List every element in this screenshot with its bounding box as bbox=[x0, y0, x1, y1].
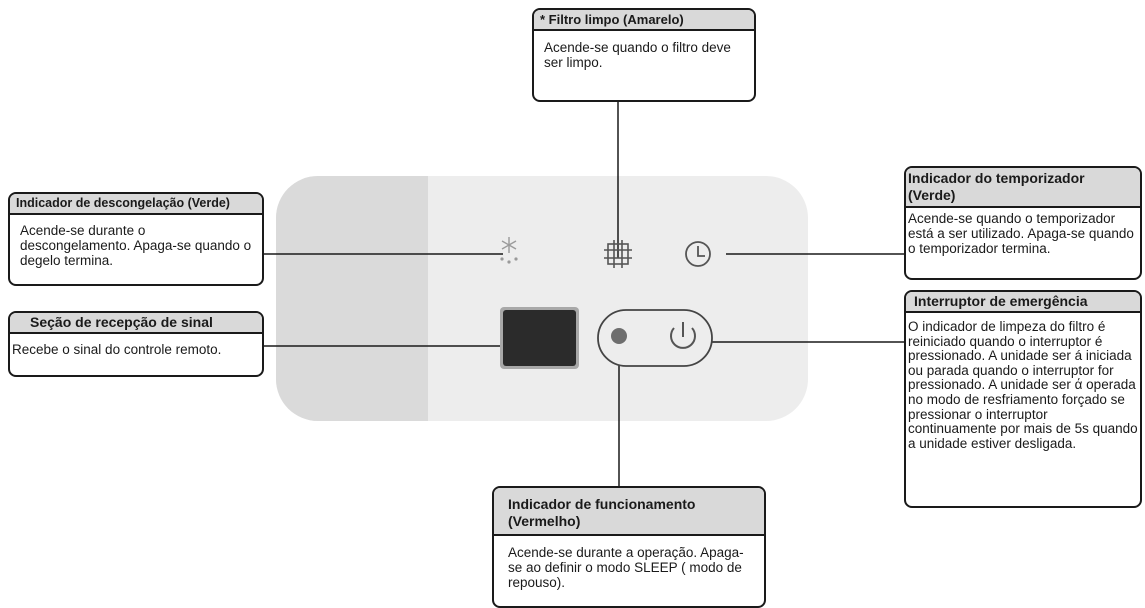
control-panel bbox=[276, 176, 808, 421]
callout-signal-body: Recebe o sinal do controle remoto. bbox=[12, 342, 222, 357]
callout-timer: Indicador do temporizador (Verde) Acende… bbox=[904, 166, 1142, 280]
callout-timer-title: Indicador do temporizador (Verde) bbox=[906, 168, 1140, 208]
clock-icon bbox=[685, 241, 711, 267]
callout-running: Indicador de funcionamento (Vermelho) Ac… bbox=[492, 486, 766, 608]
run-led-icon bbox=[611, 328, 627, 344]
callout-running-title: Indicador de funcionamento (Vermelho) bbox=[494, 488, 764, 536]
callout-defrost-title: Indicador de descongelação (Verde) bbox=[10, 194, 262, 215]
callout-defrost-body: Acende-se durante o descongelamento. Apa… bbox=[20, 223, 252, 268]
callout-filter-title: * Filtro limpo (Amarelo) bbox=[534, 10, 754, 31]
callout-emergency-body: O indicador de limpeza do filtro é reini… bbox=[908, 319, 1138, 451]
power-icon[interactable] bbox=[670, 322, 696, 349]
callout-signal: Seção de recepção de sinal Recebe o sina… bbox=[8, 311, 264, 377]
callout-signal-title: Seção de recepção de sinal bbox=[10, 313, 262, 334]
panel-left-section bbox=[276, 176, 428, 421]
callout-filter: * Filtro limpo (Amarelo) Acende-se quand… bbox=[532, 8, 756, 102]
callout-timer-body: Acende-se quando o temporizador está a s… bbox=[908, 211, 1134, 256]
signal-receiver bbox=[503, 310, 576, 366]
callout-filter-body: Acende-se quando o filtro deve ser limpo… bbox=[544, 40, 731, 70]
callout-running-body: Acende-se durante a operação. Apaga-se a… bbox=[508, 545, 744, 590]
grid-filter-icon bbox=[604, 240, 632, 268]
callout-emergency: Interruptor de emergência O indicador de… bbox=[904, 290, 1142, 508]
callout-emergency-title: Interruptor de emergência bbox=[906, 292, 1140, 313]
callout-defrost: Indicador de descongelação (Verde) Acend… bbox=[8, 192, 264, 286]
snowflake-with-drops-icon bbox=[500, 237, 518, 264]
